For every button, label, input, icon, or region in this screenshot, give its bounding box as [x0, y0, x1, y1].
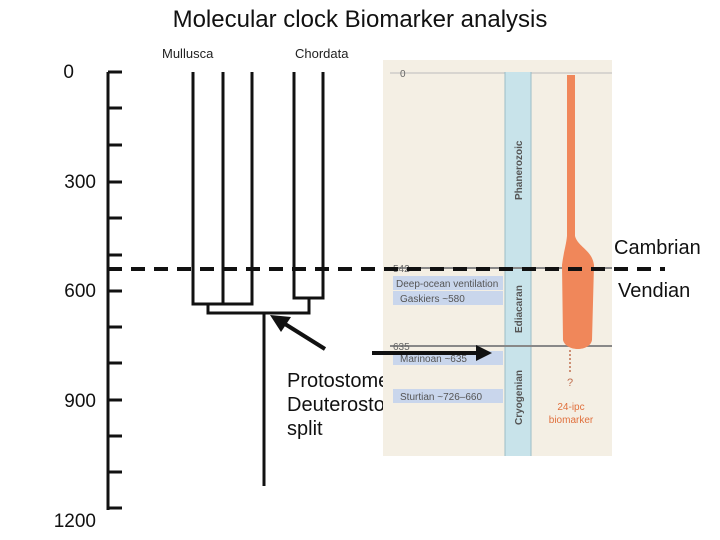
event-marinoan-label: Marinoan ~635	[400, 354, 467, 365]
time-axis	[106, 70, 122, 510]
biomarker-shape	[562, 75, 594, 349]
inset-boundary-542: 542	[393, 264, 410, 275]
split-label-line-3: split	[287, 418, 323, 440]
phylogenetic-tree	[191, 72, 325, 486]
inset-boundary-635: 635	[393, 342, 410, 353]
clade-label-mullusca: Mullusca	[162, 46, 214, 61]
event-sturtian-label: Sturtian ~726–660	[400, 392, 482, 403]
split-label-line-1: Protostome/	[287, 370, 395, 392]
event-band-gaskiers	[393, 291, 503, 305]
event-band-deep-ocean	[393, 276, 503, 290]
vendian-label: Vendian	[618, 280, 691, 302]
split-label-line-2: Deuterostome	[287, 394, 413, 416]
tree-branch-mollusca-1	[191, 72, 223, 306]
split-label: Protostome/ Deuterostome split	[287, 369, 413, 441]
period-ediacaran-label: Ediacaran	[514, 285, 525, 333]
split-arrow	[270, 315, 327, 351]
eon-bar	[505, 72, 531, 456]
biomarker-label-line-2: biomarker	[549, 415, 594, 426]
tree-branch-chordata	[292, 72, 325, 300]
event-band-sturtian	[393, 389, 503, 403]
timeline-arrow	[372, 345, 492, 361]
inset-panel: 0 542 635 Deep-ocean ventilation Gaskier…	[383, 60, 612, 456]
biomarker-label-line-1: 24-ipc	[557, 402, 584, 413]
tree-node-protostome-deuterostome	[206, 298, 311, 315]
tree-branch-mollusca-2	[221, 72, 254, 306]
time-tick-600: 600	[64, 281, 96, 302]
split-arrow-shaft	[283, 322, 327, 351]
inset-top-value: 0	[400, 69, 406, 80]
timeline-arrow-head	[476, 345, 492, 361]
time-tick-1200: 1200	[53, 511, 96, 532]
cambrian-label: Cambrian	[614, 237, 701, 259]
eon-phanerozoic-label: Phanerozoic	[514, 140, 525, 200]
time-tick-0: 0	[63, 62, 74, 83]
event-deep-ocean-label: Deep-ocean ventilation	[396, 279, 498, 290]
split-arrow-head	[270, 315, 291, 332]
biomarker-question-mark: ?	[567, 377, 573, 389]
time-tick-900: 900	[64, 391, 96, 412]
clade-label-chordata: Chordata	[295, 46, 349, 61]
event-gaskiers-label: Gaskiers ~580	[400, 294, 465, 305]
page-title: Molecular clock Biomarker analysis	[172, 6, 548, 33]
period-cryogenian-label: Cryogenian	[514, 370, 525, 425]
time-tick-300: 300	[64, 172, 96, 193]
